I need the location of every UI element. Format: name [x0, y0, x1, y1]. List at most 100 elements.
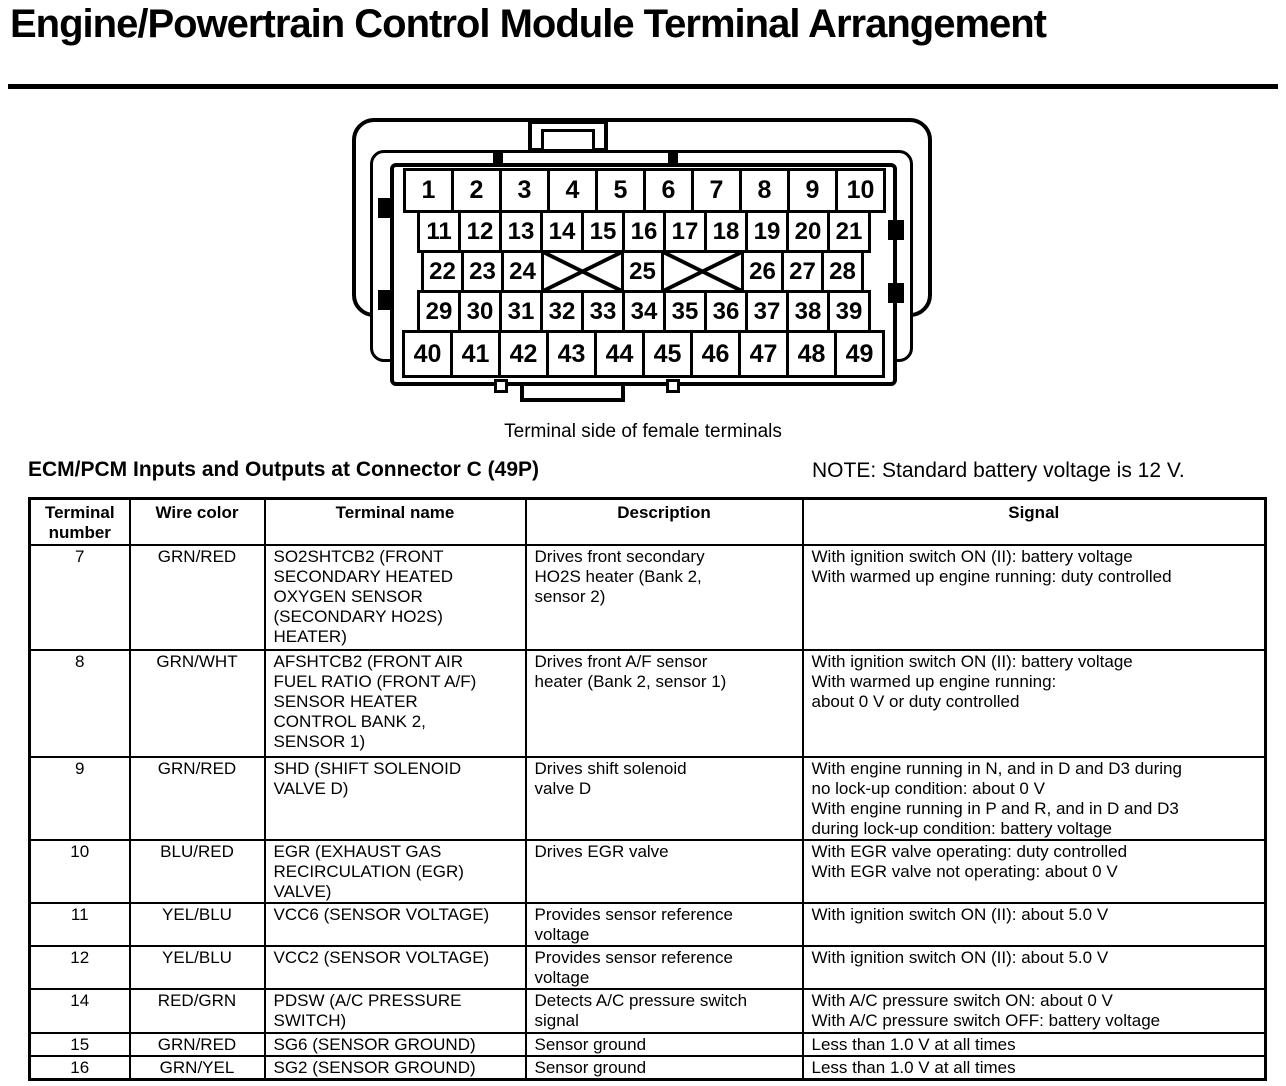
terminal-pin-49: 49	[834, 330, 885, 378]
cell-terminal-number: 10	[28, 838, 131, 904]
cell-terminal-number: 12	[28, 944, 131, 990]
cell-terminal-name: AFSHTCB2 (FRONT AIR FUEL RATIO (FRONT A/…	[263, 648, 527, 758]
table-row: 10 BLU/RED EGR (EXHAUST GAS RECIRCULATIO…	[28, 838, 1267, 904]
page-title: Engine/Powertrain Control Module Termina…	[10, 2, 1047, 46]
terminal-pin-47: 47	[738, 330, 789, 378]
table-row: 8 GRN/WHT AFSHTCB2 (FRONT AIR FUEL RATIO…	[28, 648, 1267, 758]
cell-wire-color: GRN/WHT	[128, 648, 266, 758]
cell-description: Provides sensor reference voltage	[524, 901, 804, 947]
terminal-pin-39: 39	[827, 290, 871, 333]
terminal-pin-34: 34	[622, 290, 666, 333]
cell-wire-color: GRN/RED	[128, 755, 266, 841]
terminal-pin-13: 13	[499, 210, 543, 253]
bottom-notch-left	[494, 379, 508, 393]
terminal-pin-12: 12	[458, 210, 502, 253]
terminal-pin-2: 2	[451, 168, 502, 213]
terminal-pin-30: 30	[458, 290, 502, 333]
column-header-terminal-name: Terminal name	[263, 497, 527, 546]
io-table: Terminal number Wire color Terminal name…	[28, 497, 1267, 1081]
terminal-pin-35: 35	[663, 290, 707, 333]
terminal-pin-23: 23	[461, 250, 504, 293]
cell-wire-color: GRN/YEL	[128, 1054, 266, 1080]
latch-bump-left-upper	[378, 198, 394, 218]
cell-terminal-name: SG6 (SENSOR GROUND)	[263, 1031, 527, 1057]
terminal-pin-19: 19	[745, 210, 789, 253]
cell-terminal-name: SO2SHTCB2 (FRONT SECONDARY HEATED OXYGEN…	[263, 543, 527, 651]
cell-signal: With ignition switch ON (II): about 5.0 …	[801, 944, 1267, 990]
terminal-pin-32: 32	[540, 290, 584, 333]
connector-top-key-inner	[541, 129, 595, 152]
cell-terminal-number: 9	[28, 755, 131, 841]
cell-wire-color: BLU/RED	[128, 838, 266, 904]
cell-terminal-name: PDSW (A/C PRESSURE SWITCH)	[263, 987, 527, 1034]
terminal-pin-1: 1	[403, 168, 454, 213]
terminal-pin-5: 5	[595, 168, 646, 213]
terminal-pin-43: 43	[546, 330, 597, 378]
cell-wire-color: GRN/RED	[128, 1031, 266, 1057]
cell-terminal-name: EGR (EXHAUST GAS RECIRCULATION (EGR) VAL…	[263, 838, 527, 904]
cell-signal: With A/C pressure switch ON: about 0 V W…	[801, 987, 1267, 1034]
terminal-pin-6: 6	[643, 168, 694, 213]
terminal-pin-22: 22	[421, 250, 464, 293]
terminal-pin-42: 42	[498, 330, 549, 378]
terminal-pin-31: 31	[499, 290, 543, 333]
cell-terminal-number: 14	[28, 987, 131, 1034]
terminal-pin-18: 18	[704, 210, 748, 253]
note-text: NOTE: Standard battery voltage is 12 V.	[812, 459, 1185, 482]
terminal-pin-10: 10	[835, 168, 886, 213]
terminal-pin-9: 9	[787, 168, 838, 213]
cell-description: Detects A/C pressure switch signal	[524, 987, 804, 1034]
cell-wire-color: YEL/BLU	[128, 944, 266, 990]
latch-bump-right-lower	[888, 283, 904, 303]
terminal-pin-37: 37	[745, 290, 789, 333]
blocked-terminal-cell	[661, 250, 744, 293]
terminal-pin-4: 4	[547, 168, 598, 213]
cell-description: Sensor ground	[524, 1054, 804, 1080]
terminal-pin-44: 44	[594, 330, 645, 378]
cell-wire-color: RED/GRN	[128, 987, 266, 1034]
section-heading: ECM/PCM Inputs and Outputs at Connector …	[28, 458, 540, 481]
cell-signal: Less than 1.0 V at all times	[801, 1054, 1267, 1080]
terminal-pin-29: 29	[417, 290, 461, 333]
terminal-pin-17: 17	[663, 210, 707, 253]
cell-description: Provides sensor reference voltage	[524, 944, 804, 990]
cell-wire-color: GRN/RED	[128, 543, 266, 651]
cell-wire-color: YEL/BLU	[128, 901, 266, 947]
terminal-pin-41: 41	[450, 330, 501, 378]
latch-bump-left-lower	[378, 290, 394, 310]
cell-signal: With ignition switch ON (II): about 5.0 …	[801, 901, 1267, 947]
latch-bump-right-upper	[888, 220, 904, 240]
figure-caption: Terminal side of female terminals	[504, 421, 782, 442]
title-divider	[8, 84, 1278, 89]
column-header-terminal-number: Terminal number	[28, 497, 131, 546]
terminal-pin-40: 40	[402, 330, 453, 378]
terminal-pin-33: 33	[581, 290, 625, 333]
table-row: 16 GRN/YEL SG2 (SENSOR GROUND) Sensor gr…	[28, 1054, 1267, 1080]
terminal-pin-36: 36	[704, 290, 748, 333]
table-row: 15 GRN/RED SG6 (SENSOR GROUND) Sensor gr…	[28, 1031, 1267, 1057]
cell-terminal-number: 15	[28, 1031, 131, 1057]
terminal-pin-38: 38	[786, 290, 830, 333]
cell-signal: With ignition switch ON (II): battery vo…	[801, 543, 1267, 651]
terminal-pin-45: 45	[642, 330, 693, 378]
cell-description: Drives front A/F sensor heater (Bank 2, …	[524, 648, 804, 758]
terminal-pin-20: 20	[786, 210, 830, 253]
terminal-pin-48: 48	[786, 330, 837, 378]
terminal-pin-16: 16	[622, 210, 666, 253]
column-header-description: Description	[524, 497, 804, 546]
table-row: 7 GRN/RED SO2SHTCB2 (FRONT SECONDARY HEA…	[28, 543, 1267, 651]
cell-signal: With ignition switch ON (II): battery vo…	[801, 648, 1267, 758]
terminal-pin-14: 14	[540, 210, 584, 253]
terminal-pin-24: 24	[501, 250, 544, 293]
top-notch-right	[668, 152, 678, 167]
header-row: Terminal number Wire color Terminal name…	[28, 497, 1267, 546]
cell-signal: With engine running in N, and in D and D…	[801, 755, 1267, 841]
top-notch-left	[493, 152, 503, 167]
terminal-pin-3: 3	[499, 168, 550, 213]
cell-description: Drives front secondary HO2S heater (Bank…	[524, 543, 804, 651]
cell-terminal-number: 7	[28, 543, 131, 651]
